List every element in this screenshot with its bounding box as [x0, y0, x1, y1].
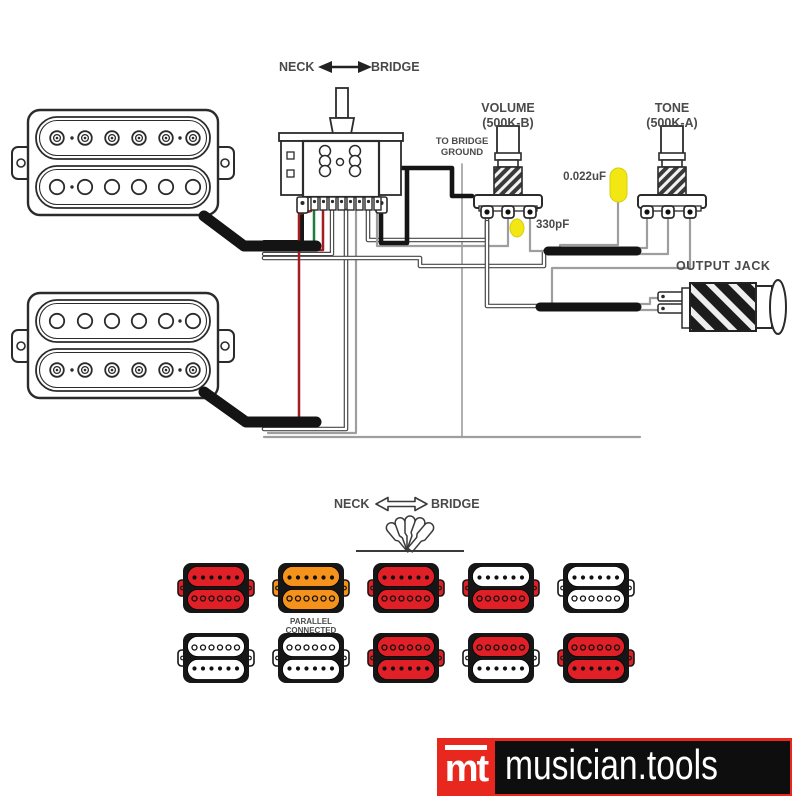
selector-bridge-pos4 [462, 632, 540, 684]
output-jack [657, 279, 787, 335]
selector-neck-pos3 [367, 562, 445, 614]
volume-title: VOLUME [481, 101, 535, 115]
logo-name: musician.tools [505, 741, 718, 789]
tone-value: (500K-A) [646, 115, 698, 130]
tone-title: TONE [654, 101, 690, 115]
volume-label: VOLUME (500K-B) [456, 101, 560, 130]
bridge-pickup [11, 291, 235, 400]
selector-neck-pos1 [177, 562, 255, 614]
selector-bridge-pos1 [177, 632, 255, 684]
chart-neck-label: NECK [334, 497, 370, 511]
logo-abbr: mt [444, 748, 489, 790]
treble-bleed-capacitor [509, 218, 525, 238]
tone-capacitor [609, 167, 628, 203]
selector-bridge-pos2 [272, 632, 350, 684]
logo-name-box [495, 740, 790, 794]
selector-row-neck [177, 562, 635, 614]
output-jack-label: OUTPUT JACK [676, 259, 771, 273]
neck-pickup [11, 108, 235, 217]
direction-bridge-label: BRIDGE [371, 60, 420, 74]
selector-switch [278, 87, 404, 214]
to-bridge-ground-line1: TO BRIDGE [435, 136, 489, 147]
logo-overbar [445, 745, 487, 750]
wires [198, 163, 692, 439]
selector-bridge-pos3 [367, 632, 445, 684]
volume-pot [473, 125, 543, 219]
to-bridge-ground-line2: GROUND [440, 146, 484, 158]
chart-bridge-label: BRIDGE [431, 497, 480, 511]
volume-value: (500K-B) [482, 115, 534, 130]
direction-arrow-icon [318, 61, 372, 73]
selector-neck-pos4 [462, 562, 540, 614]
to-bridge-ground-label: TO BRIDGE GROUND [424, 136, 500, 158]
tone-pot [637, 125, 707, 219]
logo-mt-box: mt [437, 738, 495, 796]
tone-cap-label: 0.022uF [563, 171, 606, 183]
selector-neck-pos5 [557, 562, 635, 614]
parallel-note-line2: CONNECTED [285, 626, 337, 635]
bleed-cap-label: 330pF [536, 219, 570, 231]
site-logo: mt musician.tools [437, 738, 792, 796]
parallel-note: PARALLEL CONNECTED [270, 617, 352, 635]
tone-label: TONE (500K-A) [620, 101, 724, 130]
selector-neck-pos2 [272, 562, 350, 614]
parallel-note-line1: PARALLEL [289, 617, 333, 626]
selector-row-bridge [177, 632, 635, 684]
direction-neck-label: NECK [279, 60, 315, 74]
selector-fan-icon [356, 496, 464, 553]
wiring-diagram [11, 61, 787, 439]
selector-bridge-pos5 [557, 632, 635, 684]
